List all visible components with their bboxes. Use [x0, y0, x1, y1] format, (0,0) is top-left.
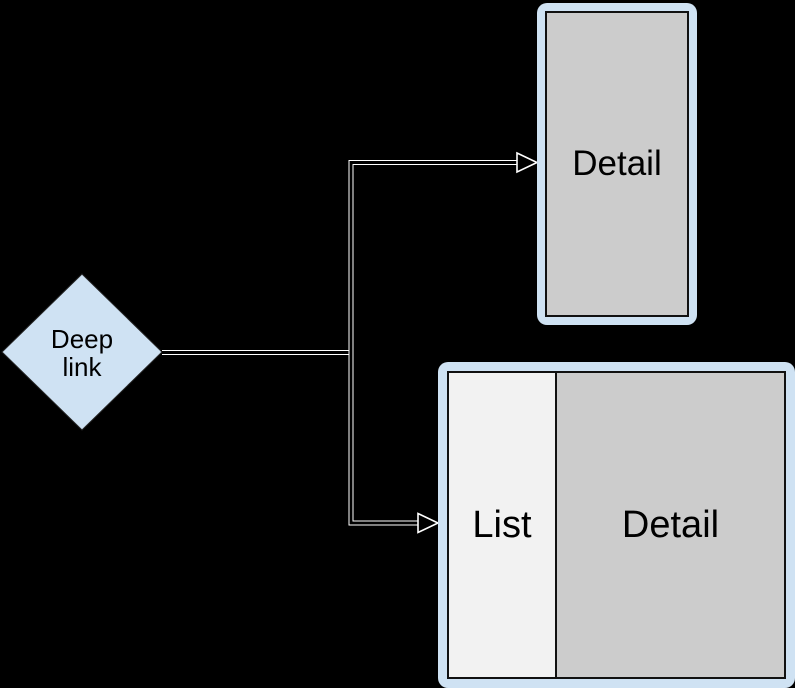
tablet-detail-label: Detail [621, 503, 720, 546]
tablet-detail-pane: Detail [557, 373, 784, 677]
deep-link-diamond-shape [1, 273, 163, 431]
tablet-frame: List Detail [438, 362, 795, 688]
connector-branch-core [349, 161, 517, 525]
tablet-list-pane: List [449, 373, 557, 677]
tablet-screen: List Detail [447, 371, 786, 679]
arrowhead-to-tablet-icon [417, 512, 440, 534]
tablet-list-label: List [472, 503, 532, 546]
arrowhead-to-phone-icon [516, 151, 539, 174]
phone-detail-label: Detail [572, 144, 662, 183]
phone-detail-pane: Detail [545, 11, 689, 317]
phone-frame: Detail [537, 3, 697, 325]
deep-link-label: Deep link [50, 324, 114, 382]
